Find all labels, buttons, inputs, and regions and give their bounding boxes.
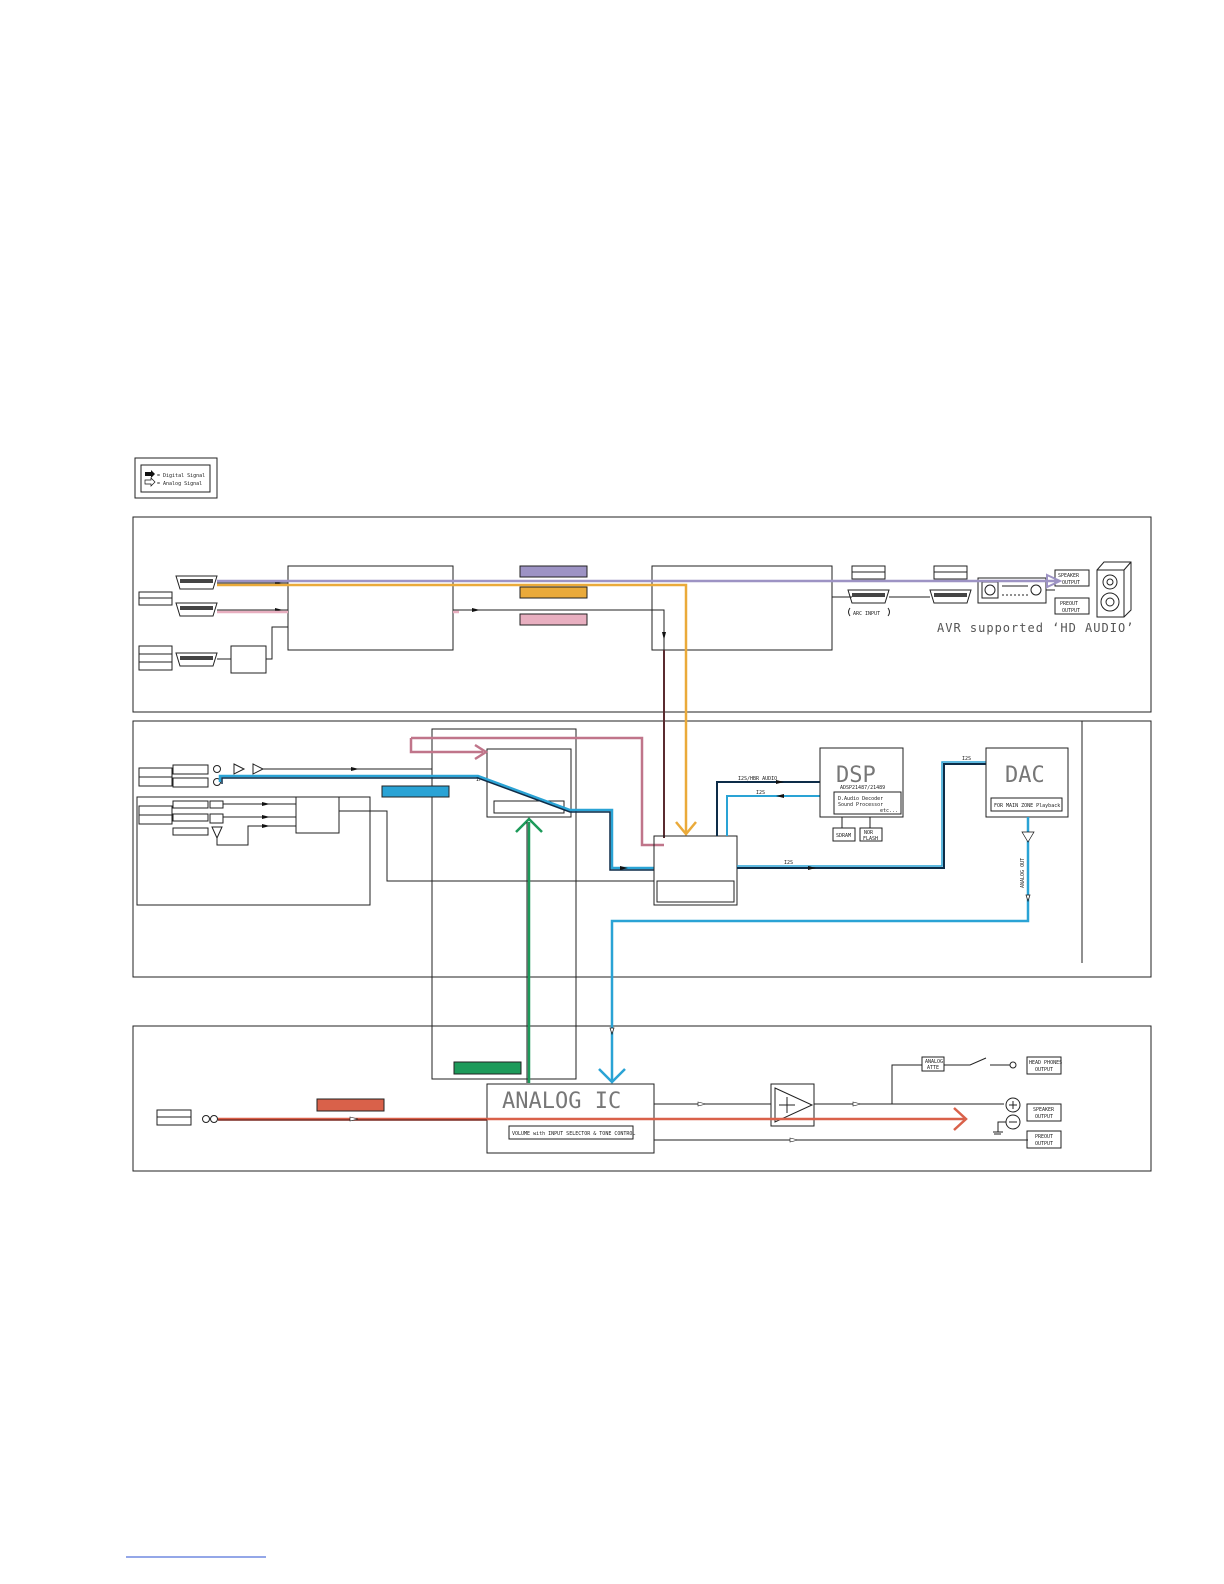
digital-inputs — [136, 763, 371, 906]
legend-analog: = Analog Signal — [157, 481, 202, 487]
if-label: IF — [476, 777, 482, 783]
blue-path — [218, 774, 654, 870]
orange-path — [217, 583, 688, 832]
blue-legend-bar — [381, 785, 450, 798]
plus-terminal-icon — [1005, 1097, 1021, 1113]
svg-text:etc...: etc... — [880, 808, 898, 814]
navy-path — [221, 777, 654, 871]
input-selector-frame — [431, 728, 577, 1080]
svg-text:FOR MAIN ZONE Playback: FOR MAIN ZONE Playback — [994, 803, 1060, 809]
digital-section — [132, 720, 1152, 978]
svg-text:SPEAKER: SPEAKER — [1033, 1107, 1055, 1113]
svg-text:I2S: I2S — [756, 790, 765, 796]
svg-text:OUTPUT: OUTPUT — [1035, 1114, 1053, 1120]
optical-subpanel — [136, 796, 371, 906]
svg-text:OUTPUT: OUTPUT — [1062, 580, 1080, 586]
svg-text:PREOUT: PREOUT — [1060, 601, 1078, 607]
hdmi-transmitter-block — [651, 565, 833, 651]
coaxial-jack-icon — [213, 765, 221, 773]
digital-receiver-box — [295, 796, 340, 834]
blue-analog-path — [610, 817, 1030, 1080]
rca-jack-icon — [202, 1115, 210, 1123]
digital-selector-block — [486, 748, 572, 818]
svg-text:I2S: I2S — [962, 756, 971, 762]
power-amp-block — [770, 1083, 815, 1127]
amplifier-icon — [774, 1087, 814, 1123]
svg-text:I2S: I2S — [784, 860, 793, 866]
svg-text:ADSP21487/21489: ADSP21487/21489 — [840, 785, 885, 791]
digital-arrow-icon — [145, 470, 155, 478]
dsp-title: DSP — [836, 763, 876, 788]
converter-box — [230, 645, 267, 674]
svg-text:OUTPUT: OUTPUT — [1062, 608, 1080, 614]
analog-ic-title: ANALOG IC — [502, 1089, 621, 1114]
speaker-icon — [1096, 561, 1132, 618]
optical-jack-icon — [209, 813, 224, 824]
svg-text:Sound Processor: Sound Processor — [838, 802, 883, 808]
svg-text:SPEAKER: SPEAKER — [1058, 573, 1080, 579]
svg-text:D.Audio Decoder: D.Audio Decoder — [838, 796, 883, 802]
optical-jack-icon — [209, 800, 224, 809]
svg-text:OUTPUT: OUTPUT — [1035, 1067, 1053, 1073]
pink-legend-bar — [519, 613, 588, 626]
buffer-icon — [252, 763, 265, 775]
svg-text:SDRAM: SDRAM — [836, 833, 851, 839]
mauve-path — [409, 736, 664, 847]
i2s-hbr-label: I2S/HBR AUDIO — [738, 776, 777, 782]
purple-legend-bar — [519, 565, 588, 578]
buffer-icon — [233, 763, 246, 775]
svg-text:PREOUT: PREOUT — [1035, 1134, 1053, 1140]
dsp-block — [819, 747, 904, 818]
legend-digital: = Digital Signal — [157, 473, 205, 479]
analog-section — [132, 1025, 1152, 1172]
legend: = Digital Signal = Analog Signal — [134, 457, 218, 499]
svg-text:OUTPUT: OUTPUT — [1035, 1141, 1053, 1147]
green-legend-bar — [453, 1061, 522, 1075]
input-label-box — [138, 645, 173, 671]
analog-out-label: ANALOG OUT — [1020, 858, 1026, 888]
hdmi-section — [132, 516, 1152, 713]
hdmi-receiver-block — [287, 565, 454, 651]
hdmi-inputs — [138, 575, 267, 674]
analog-atte-box — [921, 1056, 945, 1072]
avr-supported-label: AVR supported ‘HD AUDIO’ — [937, 621, 1134, 635]
hdmi-audio-interface — [653, 835, 738, 906]
svg-text:HEAD PHONES: HEAD PHONES — [1029, 1060, 1062, 1066]
dac-title: DAC — [1005, 763, 1045, 788]
svg-text:VOLUME with INPUT SELECTOR & T: VOLUME with INPUT SELECTOR & TONE CONTRO… — [512, 1131, 635, 1137]
svg-text:ATTE: ATTE — [927, 1065, 939, 1071]
headphone-jack-icon — [1009, 1061, 1017, 1069]
analog-arrow-icon — [144, 477, 156, 487]
red-legend-bar — [316, 1098, 385, 1112]
svg-text:FLASH: FLASH — [863, 836, 878, 842]
usb-icon — [211, 826, 223, 840]
svg-text:ANALOG: ANALOG — [925, 1059, 943, 1065]
arc-input-label: ARC INPUT — [853, 611, 880, 617]
svg-text:NOR: NOR — [864, 830, 874, 836]
rca-jack-icon — [210, 1115, 218, 1123]
orange-legend-bar — [519, 586, 588, 599]
